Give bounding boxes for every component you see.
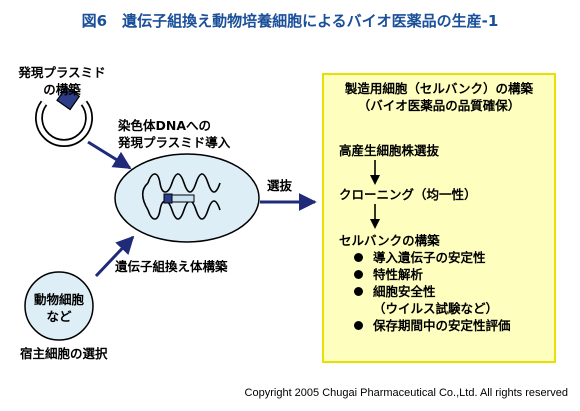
step-arrow-1 <box>370 160 380 185</box>
check-text: 保存期間中の安定性評価 <box>373 318 511 333</box>
plasmid-to-cell-arrow <box>87 140 132 170</box>
recombinant-construction-label: 遺伝子組換え体構築 <box>115 259 228 274</box>
check-item: 特性解析 <box>354 266 511 283</box>
check-item: 保存期間中の安定性評価 <box>354 317 511 334</box>
check-item: 導入遺伝子の安定性 <box>354 249 511 266</box>
step-cell-bank: セルバンクの構築 <box>339 233 440 248</box>
selection-label: 選抜 <box>267 178 293 193</box>
check-text: 細胞安全性 <box>373 284 436 299</box>
dna-icon <box>141 173 221 220</box>
transfer-label-line1: 染色体DNAへの <box>118 118 212 133</box>
insert-gene-icon <box>163 193 195 204</box>
step-high-producer-selection: 高産生細胞株選抜 <box>339 143 440 158</box>
host-cell-text: 動物細胞 など <box>23 291 95 325</box>
transfer-label-line2: 発現プラスミド導入 <box>118 135 231 150</box>
check-item: 細胞安全性 （ウイルス試験など） <box>354 283 511 317</box>
host-to-cell-arrow <box>94 235 135 278</box>
check-text: 特性解析 <box>373 267 424 282</box>
host-selection-label: 宿主細胞の選択 <box>20 346 108 361</box>
step-arrow-2 <box>370 204 380 229</box>
check-text: 導入遺伝子の安定性 <box>373 250 486 265</box>
process-box <box>322 73 556 363</box>
dna-transfer-label: 染色体DNAへの 発現プラスミド導入 <box>118 117 230 151</box>
page-title: 図6 遺伝子組換え動物培養細胞によるバイオ医薬品の生産-1 <box>81 12 499 30</box>
copyright-notice: Copyright 2005 Chugai Pharmaceutical Co.… <box>244 387 568 399</box>
host-cell-circle <box>24 271 94 341</box>
step-cloning: クローニング（均一性） <box>339 187 477 202</box>
plasmid-construction-label: 発現プラスミド の構築 <box>12 64 112 98</box>
plasmid-icon <box>35 86 93 147</box>
plasmid-label-line1: 発現プラスミド <box>18 65 106 80</box>
process-heading-line1: 製造用細胞（セルバンク）の構築 <box>344 81 534 96</box>
bullet-icon <box>354 253 363 262</box>
process-box-heading: 製造用細胞（セルバンク）の構築 （バイオ医薬品の品質確保） <box>324 80 554 114</box>
plasmid-label-line2: の構築 <box>43 82 81 97</box>
bullet-icon <box>354 270 363 279</box>
process-heading-line2: （バイオ医薬品の品質確保） <box>357 98 521 113</box>
host-cell-text-line2: など <box>46 309 72 324</box>
check-subtext: （ウイルス試験など） <box>373 301 499 316</box>
host-cell-text-line1: 動物細胞 <box>33 292 84 307</box>
cell-bank-checks: 導入遺伝子の安定性 特性解析 細胞安全性 （ウイルス試験など） 保存期間中の安定… <box>354 249 511 334</box>
bullet-icon <box>354 287 363 296</box>
bullet-icon <box>354 321 363 330</box>
